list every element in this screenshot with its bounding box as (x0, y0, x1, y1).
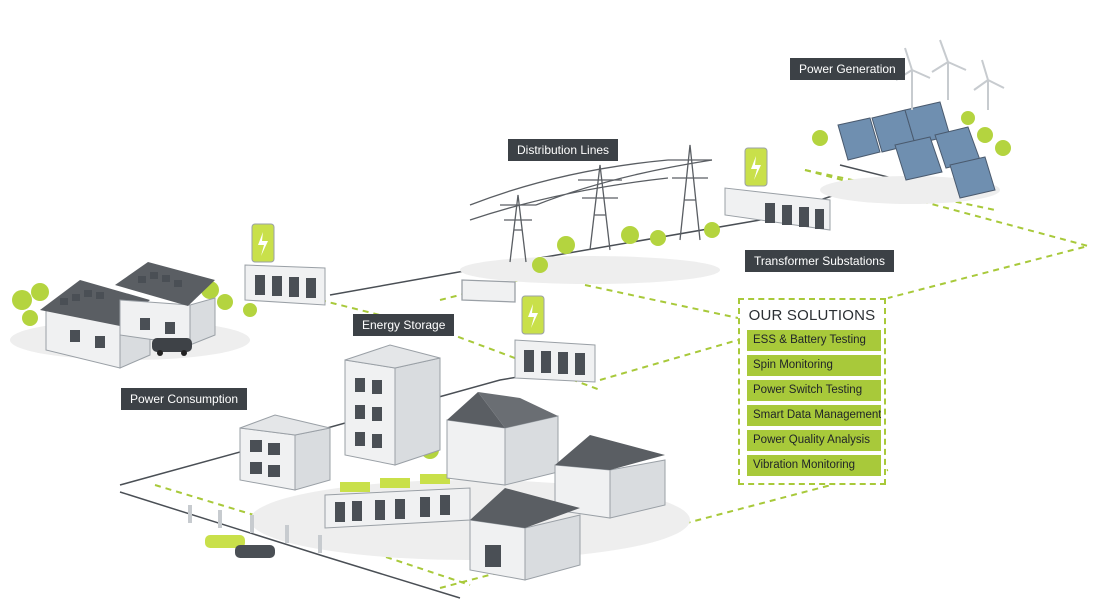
houses (40, 262, 216, 369)
solution-vibration-monitoring[interactable]: Vibration Monitoring (747, 455, 881, 476)
buildings (239, 344, 666, 581)
solution-power-quality-analysis[interactable]: Power Quality Analysis (747, 430, 881, 451)
solution-smart-data-management[interactable]: Smart Data Management (747, 405, 881, 426)
label-transformer-substations: Transformer Substations (745, 250, 894, 272)
label-energy-storage: Energy Storage (353, 314, 455, 336)
solution-ess-battery-testing[interactable]: ESS & Battery Testing (747, 330, 881, 351)
label-power-consumption: Power Consumption (121, 388, 248, 410)
ev-chargers-cars (188, 505, 322, 558)
solution-power-switch-testing[interactable]: Power Switch Testing (747, 380, 881, 401)
our-solutions-title: OUR SOLUTIONS (748, 307, 876, 324)
solution-spin-monitoring[interactable]: Spin Monitoring (747, 355, 881, 376)
transmission-towers (461, 144, 713, 303)
our-solutions-panel: OUR SOLUTIONS ESS & Battery Testing Spin… (738, 298, 886, 485)
battery-storage-units (244, 147, 831, 529)
label-power-generation: Power Generation (790, 58, 905, 80)
solar-and-wind (837, 39, 1005, 199)
label-distribution-lines: Distribution Lines (508, 139, 619, 161)
